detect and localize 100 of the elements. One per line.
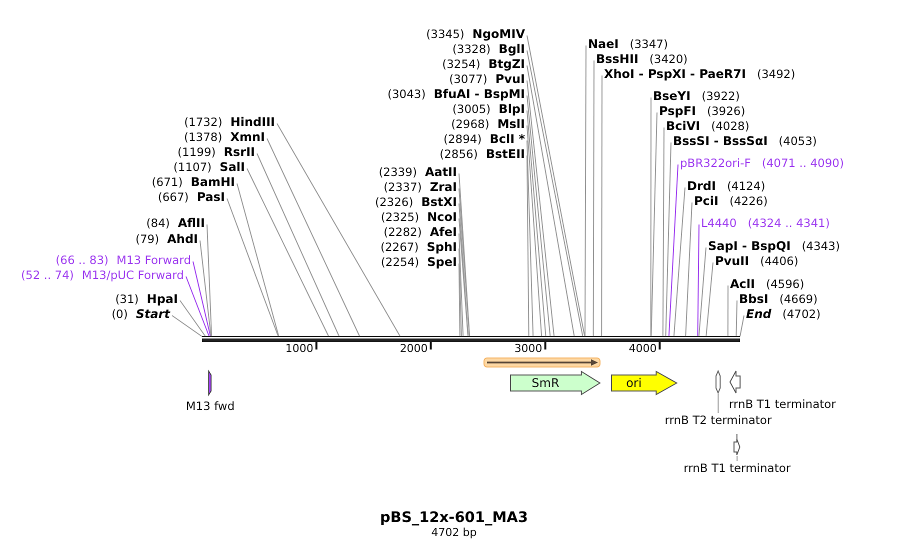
enzyme-name: NaeI (588, 36, 619, 50)
leader-line (226, 198, 279, 337)
enzyme-name: BglI (498, 42, 525, 56)
feature-label: SmR (532, 376, 560, 390)
enzyme-name: BstXI (421, 194, 457, 208)
enzyme-name: PasI (196, 190, 225, 204)
enzyme-name: BfuAI - BspMI (434, 86, 525, 100)
primer-name: M13/pUC Forward (82, 268, 184, 282)
cut-position: (79) (136, 232, 160, 246)
feature-label: rrnB T1 terminator (728, 397, 836, 411)
cut-position: (2326) (375, 194, 414, 208)
feature-label: rrnB T2 terminator (664, 413, 772, 427)
leader-line (206, 224, 212, 337)
terminus-label: Start (136, 306, 170, 320)
leader-line (172, 315, 202, 337)
leader-line (740, 315, 744, 337)
enzyme-name: MslI (497, 116, 525, 130)
enzyme-name: BlpI (498, 102, 525, 116)
enzyme-name: ZraI (430, 180, 457, 194)
cut-position: (1107) (173, 160, 212, 174)
cut-position: (4226) (730, 194, 768, 208)
leader-line (180, 300, 206, 337)
enzyme-name: AfeI (430, 224, 457, 238)
primer-position: (4071 .. 4090) (762, 156, 844, 170)
cut-position: (4053) (778, 134, 817, 148)
leader-line (685, 202, 692, 337)
leader-line (526, 155, 530, 337)
enzyme-name: PspFI (659, 104, 696, 118)
plasmid-name: pBS_12x-601_MA3 (380, 509, 528, 527)
sequence-backbone (202, 336, 740, 342)
leader-line (736, 300, 738, 337)
leader-line (584, 45, 586, 337)
leader-line (665, 142, 672, 337)
enzyme-name: BamHI (190, 174, 235, 188)
scale-label: 3000 (514, 342, 542, 355)
enzyme-name: BclI * (490, 132, 525, 146)
cut-position: (2856) (440, 146, 478, 160)
enzyme-name: AflII (178, 216, 205, 230)
sequence-coordinate: (4702) (782, 306, 821, 320)
leader-line (698, 247, 706, 337)
primer-position: (66 .. 83) (56, 252, 109, 266)
leader-line (718, 394, 719, 414)
cut-position: (3077) (449, 72, 488, 86)
feature-label: M13 fwd (186, 399, 235, 413)
cut-position: (4669) (779, 292, 818, 306)
enzyme-name: HindIII (230, 114, 275, 128)
leader-line (526, 95, 551, 337)
leader-line (592, 60, 594, 337)
cut-position: (84) (146, 216, 170, 230)
cut-position: (2968) (451, 116, 490, 130)
enzyme-name: DrdI (687, 178, 716, 192)
enzyme-name: BssHII (596, 52, 638, 66)
cut-position: (667) (158, 190, 189, 204)
enzyme-name: SpeI (427, 254, 457, 268)
leader-line (458, 263, 460, 337)
cut-position: (2325) (380, 210, 420, 224)
enzyme-name: NcoI (427, 210, 457, 224)
cut-position: (3922) (702, 88, 740, 102)
cut-position: (3420) (649, 52, 688, 66)
enzyme-name: HpaI (146, 292, 178, 306)
scale-label: 2000 (400, 342, 428, 355)
cut-position: (3926) (706, 104, 746, 118)
cut-position: (3254) (442, 56, 480, 70)
leader-line (668, 164, 678, 337)
leader-line (200, 240, 212, 337)
cut-position: (2282) (384, 224, 422, 238)
enzyme-name: SalI (220, 160, 245, 174)
cut-position: (4596) (766, 276, 804, 290)
enzyme-name: XmnI (230, 130, 265, 144)
cut-position: (2894) (443, 132, 482, 146)
cut-position: (671) (152, 174, 183, 188)
enzyme-name: XhoI - PspXI - PaeR7I (604, 66, 746, 80)
enzyme-name: BciVI (666, 118, 700, 132)
leader-line (192, 261, 211, 337)
cut-position: (3005) (452, 102, 491, 116)
cut-position: (2267) (380, 240, 419, 254)
enzyme-name: RsrII (224, 144, 255, 158)
cut-position: (2337) (384, 180, 422, 194)
leader-line (650, 97, 652, 337)
primer-position: (4324 .. 4341) (748, 216, 830, 230)
primer-position: (52 .. 74) (21, 268, 74, 282)
leader-line (526, 80, 555, 337)
feature-label: ori (626, 376, 642, 390)
enzyme-name: AatII (424, 164, 457, 178)
enzyme-name: PvuI (495, 72, 525, 86)
leader-line (662, 127, 664, 337)
cut-position: (1199) (178, 144, 216, 158)
cut-position: (4343) (802, 238, 840, 252)
leader-line (526, 125, 542, 337)
enzyme-name: BbsI (739, 292, 768, 306)
cut-position: (3345) (426, 26, 464, 40)
leader-line (276, 123, 401, 337)
cut-position: (4124) (726, 178, 766, 192)
leader-line (526, 110, 546, 337)
primer-name: L4440 (701, 216, 737, 230)
cut-position: (4406) (760, 254, 798, 268)
enzyme-name: SapI - BspQI (708, 238, 791, 252)
enzyme-name: SphI (426, 240, 457, 254)
leader-line (266, 138, 360, 337)
leader-line (727, 285, 728, 337)
